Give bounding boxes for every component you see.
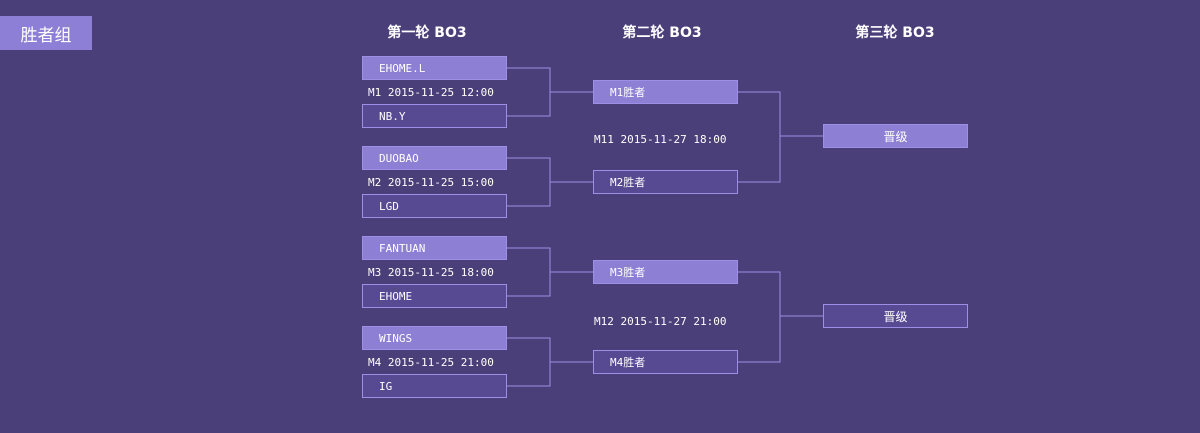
r1-m3-info: M3 2015-11-25 18:00 (368, 266, 494, 279)
r2-m11-slot-bottom[interactable]: M2胜者 (593, 170, 738, 194)
round-3-title: 第三轮 BO3 (855, 25, 935, 41)
r1-m3-team-top[interactable]: FANTUAN (362, 236, 507, 260)
r2-m12-slot-top[interactable]: M3胜者 (593, 260, 738, 284)
r3-advance-slot-2[interactable]: 晋级 (823, 304, 968, 328)
r1-m4-info: M4 2015-11-25 21:00 (368, 356, 494, 369)
r2-m11-slot-top[interactable]: M1胜者 (593, 80, 738, 104)
r1-m3-team-bottom[interactable]: EHOME (362, 284, 507, 308)
round-2-title: 第二轮 BO3 (622, 25, 702, 41)
r1-m4-team-bottom[interactable]: IG (362, 374, 507, 398)
r2-m12-slot-bottom[interactable]: M4胜者 (593, 350, 738, 374)
r1-m1-team-bottom[interactable]: NB.Y (362, 104, 507, 128)
r2-m12-info: M12 2015-11-27 21:00 (594, 315, 727, 328)
r1-m2-team-bottom[interactable]: LGD (362, 194, 507, 218)
r1-m4-team-top[interactable]: WINGS (362, 326, 507, 350)
r1-m1-info: M1 2015-11-25 12:00 (368, 86, 494, 99)
r3-advance-slot-1[interactable]: 晋级 (823, 124, 968, 148)
winners-bracket-tab[interactable]: 胜者组 (0, 16, 92, 50)
r2-m11-info: M11 2015-11-27 18:00 (594, 133, 727, 146)
r1-m2-info: M2 2015-11-25 15:00 (368, 176, 494, 189)
r1-m1-team-top[interactable]: EHOME.L (362, 56, 507, 80)
r1-m2-team-top[interactable]: DUOBAO (362, 146, 507, 170)
round-1-title: 第一轮 BO3 (387, 25, 467, 41)
